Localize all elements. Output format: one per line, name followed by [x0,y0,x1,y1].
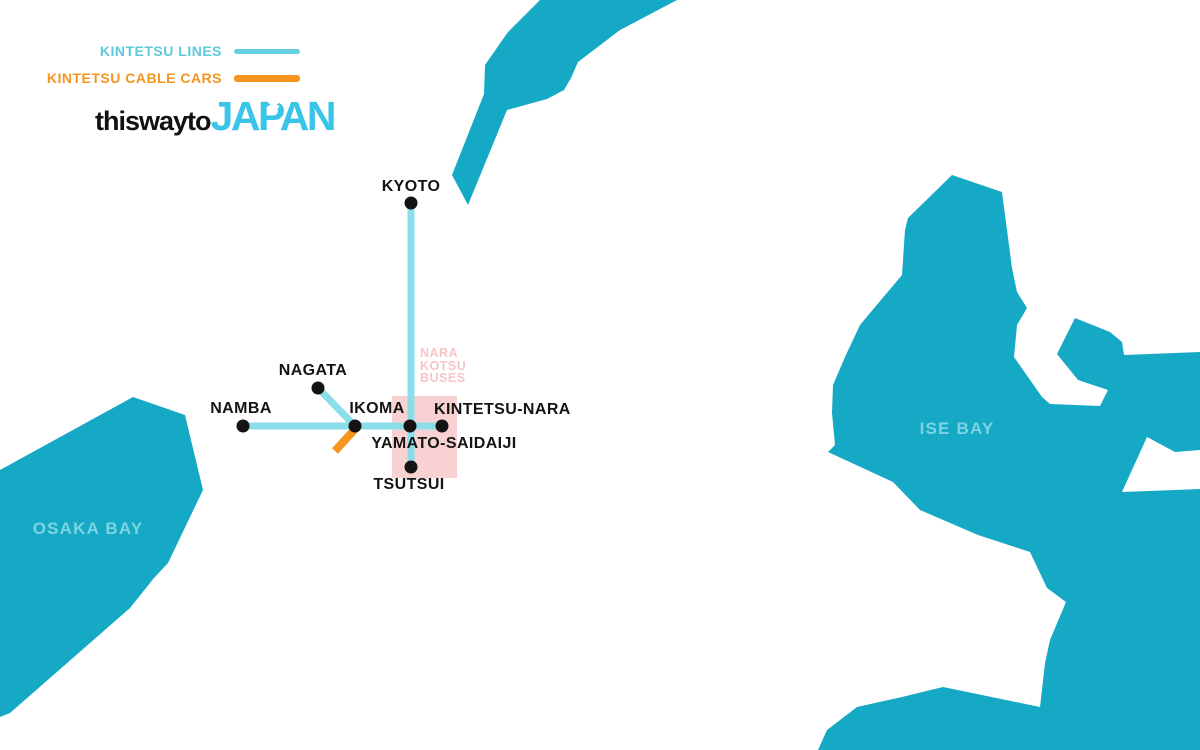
legend-swatch-kintetsu-lines [234,48,300,54]
station-label-kyoto: KYOTO [381,178,441,195]
station-label-kintetsu-nara: KINTETSU-NARA [434,401,571,418]
bus-area-label-line-2: KOTSU [420,358,467,373]
osaka-bay-shape [0,397,203,717]
station-dot-tsutsui [404,460,418,474]
station-label-nagata: NAGATA [278,362,348,379]
logo-name-text: JAPAN✱ [210,93,337,139]
bus-area-rect [392,396,457,478]
bus-area-label-line-3: BUSES [420,371,466,385]
station-dot-namba [236,419,250,433]
legend-swatch-kintetsu-cable-cars [234,74,300,82]
station-dot-nagata [311,381,325,395]
station-dot-ikoma [348,419,362,433]
station-label-yamato-saidaiji: YAMATO-SAIDAIJI [371,435,517,452]
ise-bay-shape [818,175,1200,750]
bay-label-osaka-bay: OSAKA BAY [32,519,144,538]
station-label-namba: NAMBA [210,400,272,417]
logo-prefix-text: thiswayto [95,106,212,136]
station-dot-kyoto [404,196,418,210]
legend: KINTETSU LINES KINTETSU CABLE CARS [0,43,300,86]
legend-label-kintetsu-lines: KINTETSU LINES [99,43,222,59]
station-dot-yamato-saidaiji [403,419,417,433]
legend-row-kintetsu-lines: KINTETSU LINES [100,43,300,59]
legend-row-kintetsu-cable-cars: KINTETSU CABLE CARS [47,70,300,86]
legend-label-kintetsu-cable-cars: KINTETSU CABLE CARS [46,70,222,86]
station-label-tsutsui: TSUTSUI [373,476,445,493]
bay-label-ise-bay: ISE BAY [919,419,995,438]
bus-area-label: NARA KOTSU BUSES [420,347,466,385]
station-dot-kintetsu-nara [435,419,449,433]
bus-area-label-line-1: NARA [420,346,459,360]
north-water-shape [452,0,677,205]
rail-line-nagata-branch [315,385,358,429]
station-label-ikoma: IKOMA [349,400,405,417]
flower-icon: ✱ [267,97,280,114]
